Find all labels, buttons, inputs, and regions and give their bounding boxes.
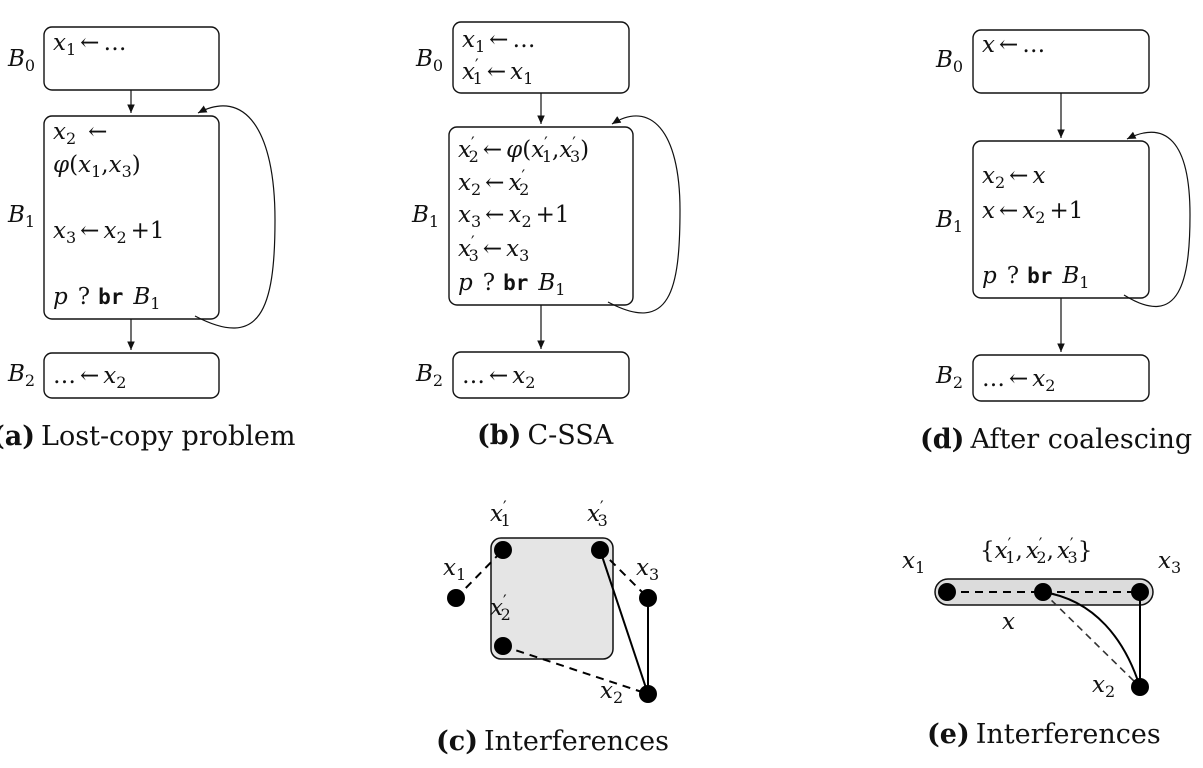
label-c-x1: x1 — [443, 555, 466, 584]
label-d-B0: B0 — [935, 47, 963, 76]
edge-a-loop — [194, 105, 276, 329]
label-e-set: {x′1,x′2,x′3} — [980, 534, 1092, 567]
node-e-set — [1034, 583, 1052, 601]
edge-d-loop — [1123, 131, 1191, 308]
stmt-a-x3: x3←x2+1 — [53, 218, 165, 247]
node-c-x1p — [494, 541, 512, 559]
edge-c-x3p-x3 — [599, 549, 649, 599]
edge-c-x3p-x2 — [599, 549, 649, 695]
caption-c: (c)Interferences — [436, 726, 669, 757]
stmt-d-xinc: x←x2+1 — [982, 198, 1083, 227]
label-b-B2: B2 — [415, 361, 443, 390]
label-e-x2: x2 — [1092, 672, 1115, 701]
caption-e: (e)Interferences — [927, 719, 1161, 750]
label-a-B1: B1 — [7, 202, 35, 231]
node-c-x3p — [591, 541, 609, 559]
stmt-b-x1p: x′1←x1 — [462, 55, 533, 88]
label-e-x1: x1 — [902, 548, 925, 577]
node-c-x2 — [639, 685, 657, 703]
label-c-x3p: x′3 — [587, 497, 608, 530]
stmt-d-x2: x2←x — [982, 163, 1045, 192]
label-e-x: x — [1002, 609, 1015, 635]
label-c-x2p: x′2 — [490, 591, 511, 624]
label-c-x2: x2 — [600, 678, 623, 707]
stmt-b-x3p: x′3←x3 — [458, 232, 529, 265]
stmt-a-b2: …←x2 — [53, 363, 126, 392]
label-b-B0: B0 — [415, 46, 443, 75]
caption-a: (a)Lost-copy problem — [0, 421, 296, 452]
node-e-x3 — [1131, 583, 1149, 601]
panel-c-interferences: x1 x′1 x′3 x3 x′2 x2 (c)Interferences — [436, 497, 669, 757]
stmt-b-x2: x2←x′2 — [458, 166, 529, 199]
node-e-x1 — [938, 583, 956, 601]
edge-e-set-x2-solid — [1042, 591, 1141, 688]
node-c-x1 — [447, 589, 465, 607]
label-d-B1: B1 — [935, 207, 963, 236]
edge-e-set-x2-dashed — [1042, 591, 1141, 688]
label-d-B2: B2 — [935, 363, 963, 392]
label-a-B0: B0 — [7, 46, 35, 75]
stmt-b-x3: x3←x2+1 — [458, 202, 570, 231]
node-c-x3 — [639, 589, 657, 607]
caption-b: (b)C-SSA — [477, 420, 614, 451]
caption-d: (d)After coalescing — [920, 424, 1192, 455]
stmt-b-x1: x1←… — [462, 27, 535, 56]
stmt-d-b2: …←x2 — [982, 366, 1055, 395]
label-c-x1p: x′1 — [490, 497, 511, 530]
stmt-b-b2: …←x2 — [462, 363, 535, 392]
panel-e-interferences: x1 x3 {x′1,x′2,x′3} x x2 (e)Interference… — [902, 534, 1181, 750]
panel-b-cssa: B0 x1←… x′1←x1 B1 x′2←φ(x′1,x′3) x2←x′2 … — [411, 21, 681, 451]
stmt-b-phi: x′2←φ(x′1,x′3) — [458, 133, 589, 166]
label-e-x3: x3 — [1158, 548, 1181, 577]
congruence-class-c — [490, 537, 614, 660]
label-b-B1: B1 — [411, 202, 439, 231]
stmt-a-phi-line1: x2← — [53, 119, 107, 148]
block-d-B2 — [972, 354, 1150, 402]
block-b-B2 — [452, 351, 630, 399]
edge-b-loop — [607, 115, 681, 314]
edge-c-x1-x1p — [455, 549, 504, 599]
stmt-a-b0: x1←… — [53, 30, 126, 59]
label-c-x3: x3 — [636, 555, 659, 584]
stmt-d-x: x←… — [982, 32, 1045, 58]
stmt-a-phi-line2: φ(x1,x3) — [53, 152, 141, 181]
node-e-x2 — [1131, 678, 1149, 696]
node-c-x2p — [494, 637, 512, 655]
block-a-B2 — [43, 352, 220, 399]
edge-c-x2p-x2 — [502, 645, 649, 695]
label-a-B2: B2 — [7, 361, 35, 390]
